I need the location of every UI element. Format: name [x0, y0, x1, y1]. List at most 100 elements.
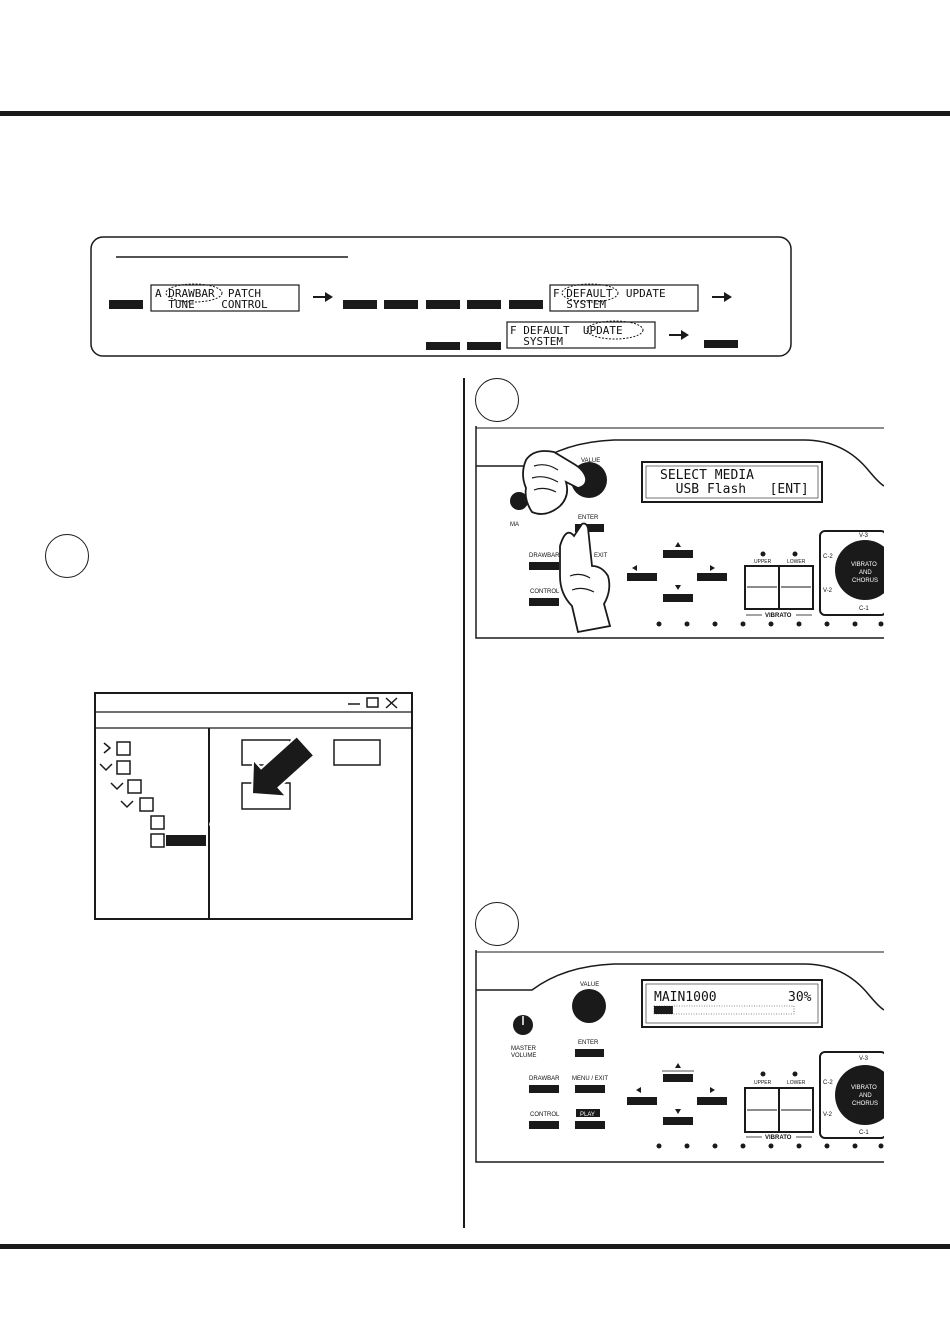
cursor-up-button[interactable]	[663, 1074, 693, 1082]
button-icon	[704, 340, 738, 348]
vibrato-knob-text: AND	[859, 570, 872, 576]
file-item	[333, 739, 381, 766]
organ-panel-top: SELECT MEDIA USB Flash [ENT] VALUE MA EN…	[475, 426, 884, 639]
menu-exit-button[interactable]	[575, 1085, 605, 1093]
lcd-screen-1-line2: TUNE CONTROL	[155, 298, 268, 311]
lcd-screen-3-line1: F DEFAULT UPDATE	[510, 324, 623, 337]
enter-label: ENTER	[578, 515, 599, 521]
file-copy-window: COPY	[94, 692, 413, 920]
bottom-rule	[0, 1244, 950, 1249]
button-icon	[109, 300, 143, 309]
close-icon	[385, 697, 398, 709]
vibrato-chorus-knob[interactable]	[835, 1065, 884, 1125]
progress-fill	[654, 1006, 673, 1014]
button-icon	[343, 300, 377, 309]
v3-label: V-3	[859, 1056, 869, 1062]
arrow-right-icon	[669, 330, 689, 340]
cursor-left-button[interactable]	[627, 573, 657, 581]
lower-label: LOWER	[787, 1080, 806, 1086]
cursor-left-button[interactable]	[627, 1097, 657, 1105]
c2-label: C-2	[823, 554, 833, 560]
enter-label: ENTER	[578, 1040, 599, 1046]
organ-panel-bottom: MAIN1000 30% VALUE MASTER VOLUME ENTER D…	[475, 950, 884, 1163]
left-arrow-icon	[636, 1087, 641, 1093]
button-icon	[467, 300, 501, 309]
upper-led	[760, 1071, 766, 1077]
lower-led	[792, 1071, 798, 1077]
top-rule	[0, 111, 950, 116]
vibrato-knob-frame	[819, 530, 884, 616]
progress-track	[653, 1005, 795, 1015]
master-volume-label: VOLUME	[511, 1053, 536, 1059]
vibrato-chorus-knob[interactable]	[835, 540, 884, 600]
cursor-up-button[interactable]	[663, 550, 693, 558]
drawbar-button[interactable]	[529, 1085, 559, 1093]
lcd-screen-1-line1: A DRAWBAR PATCH	[155, 287, 261, 300]
hand-icon	[559, 522, 612, 634]
value-label: VALUE	[581, 458, 600, 464]
down-arrow-icon	[675, 1109, 681, 1114]
step-number-circle	[45, 534, 89, 578]
button-icon	[384, 300, 418, 309]
lcd-line-2: USB Flash [ENT]	[660, 482, 809, 497]
value-label: VALUE	[580, 982, 599, 988]
folder-icon	[150, 815, 165, 830]
master-volume-label: MASTER	[511, 1046, 537, 1052]
enter-button[interactable]	[575, 524, 604, 532]
drawbar-button[interactable]	[529, 562, 559, 570]
control-button[interactable]	[529, 598, 559, 606]
master-volume-knob[interactable]	[510, 492, 528, 510]
lcd-display	[641, 461, 823, 503]
folder-icon	[150, 833, 165, 848]
left-arrow-icon	[632, 565, 637, 571]
lcd-screen-3	[506, 321, 656, 349]
cursor-right-button[interactable]	[697, 573, 727, 581]
highlight-drawbar	[165, 283, 223, 303]
cursor-right-button[interactable]	[697, 1097, 727, 1105]
vibrato-knob-text: VIBRATO	[851, 562, 877, 568]
cursor-down-button[interactable]	[663, 594, 693, 602]
control-label: CONTROL	[530, 1112, 560, 1118]
up-arrow-icon	[675, 1063, 681, 1068]
c1-label: C-1	[859, 1130, 869, 1136]
step-number-circle	[475, 378, 519, 422]
chevron-down-icon	[110, 782, 124, 791]
upper-label: UPPER	[754, 1080, 772, 1086]
selected-folder-highlight	[166, 835, 206, 846]
chevron-right-icon	[103, 742, 112, 754]
upper-led	[760, 551, 766, 557]
maximize-icon	[366, 697, 379, 708]
led-row	[656, 621, 884, 627]
enter-button[interactable]	[575, 1049, 604, 1057]
v3-label: V-3	[859, 533, 869, 539]
value-knob[interactable]	[572, 989, 606, 1023]
control-label: CONTROL	[530, 589, 560, 595]
v2-label: V-2	[823, 588, 833, 594]
flow-diagram-frame	[90, 236, 792, 357]
menu-exit-label: MENU / EXIT	[572, 1076, 608, 1082]
right-arrow-icon	[710, 1087, 715, 1093]
play-label-badge	[576, 1109, 600, 1117]
folder-icon	[127, 779, 142, 794]
column-divider	[463, 378, 465, 1228]
vibrato-knob-text: CHORUS	[852, 1101, 878, 1107]
drawbar-label: DRAWBAR	[529, 553, 560, 559]
folder-icon	[116, 760, 131, 775]
vibrato-label: VIBRATO	[765, 613, 792, 619]
play-button[interactable]	[575, 1121, 605, 1129]
chevron-down-icon	[120, 800, 134, 809]
lcd-screen-2-line1: F DEFAULT UPDATE	[553, 287, 666, 300]
copy-arrow-icon	[250, 734, 316, 798]
lower-label: LOWER	[787, 559, 806, 565]
arrow-right-icon	[313, 292, 333, 302]
vibrato-knob-text: AND	[859, 1093, 872, 1099]
down-arrow-icon	[675, 585, 681, 590]
flow-diagram: A DRAWBAR PATCH TUNE CONTROL F DEFAULT U…	[90, 236, 792, 357]
control-button[interactable]	[529, 1121, 559, 1129]
cursor-down-button[interactable]	[663, 1117, 693, 1125]
highlight-default	[561, 283, 619, 303]
lcd-line-1: SELECT MEDIA	[660, 468, 754, 483]
button-icon	[509, 300, 543, 309]
highlight-update	[586, 320, 644, 340]
vibrato-knob-text: CHORUS	[852, 578, 878, 584]
